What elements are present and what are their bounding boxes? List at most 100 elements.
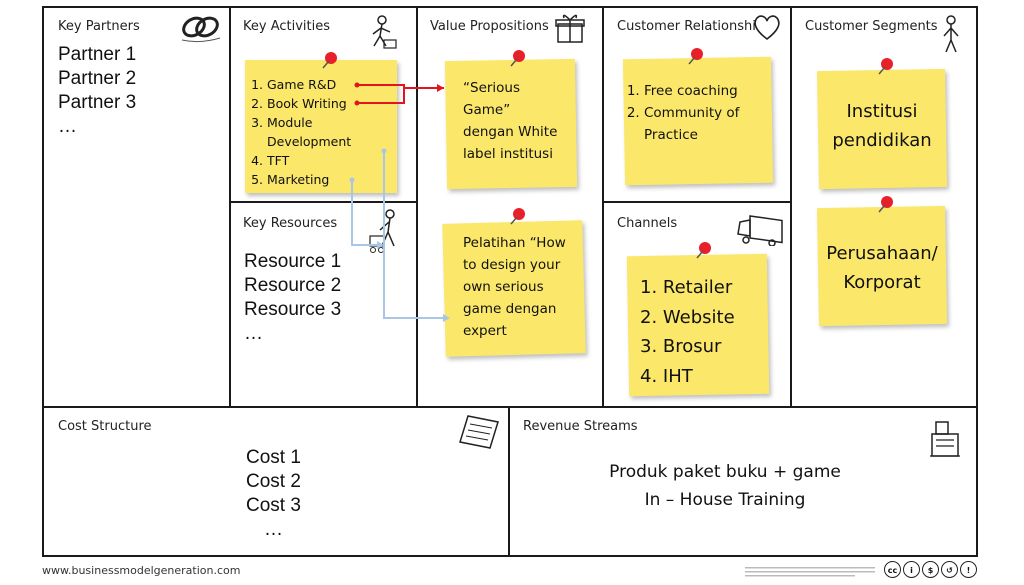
segment-note-line: Institusi bbox=[846, 101, 918, 122]
relationship-item: Community of Practice bbox=[644, 102, 762, 146]
activities-sticky-note bbox=[245, 60, 397, 193]
connector-dot bbox=[381, 148, 387, 154]
connector-dot bbox=[354, 100, 360, 106]
blue-arrowhead bbox=[443, 314, 450, 322]
gift-icon bbox=[555, 14, 585, 43]
channel-label: Website bbox=[662, 306, 735, 328]
segment-note-2-text: Perusahaan/ Korporat bbox=[818, 239, 946, 297]
grid-line bbox=[790, 6, 792, 408]
revenue-item: In – House Training bbox=[644, 490, 806, 510]
grid-line bbox=[602, 6, 604, 408]
grid-line bbox=[229, 201, 418, 203]
activity-item: Game R&D bbox=[267, 75, 397, 94]
relationship-item: Free coaching bbox=[644, 80, 762, 102]
value-note-line: expert bbox=[463, 323, 507, 339]
revenue-text: Produk paket buku + game In – House Trai… bbox=[560, 458, 890, 514]
channel-item: 1. Retailer bbox=[640, 277, 733, 298]
relationship-note-text: Free coaching Community of Practice bbox=[622, 80, 762, 146]
segment-note-1-text: Institusi pendidikan bbox=[818, 97, 946, 155]
connector-dot bbox=[349, 177, 355, 183]
channel-item: 4. IHT bbox=[640, 365, 693, 387]
chain-link-icon bbox=[181, 16, 221, 43]
value-note-1-text: “Serious Game” dengan White label instit… bbox=[463, 77, 575, 165]
blue-arrowhead bbox=[377, 241, 384, 249]
grid-line bbox=[229, 6, 231, 408]
pushpin-icon bbox=[510, 208, 525, 225]
partners-list: Partner 1 Partner 2 Partner 3 … bbox=[58, 43, 136, 139]
pushpin-icon bbox=[688, 48, 703, 65]
value-note-line: game dengan bbox=[463, 301, 557, 317]
cost-item: Cost 1 bbox=[246, 447, 301, 468]
activity-item: Marketing bbox=[267, 170, 397, 189]
footer-url[interactable]: www.businessmodelgeneration.com bbox=[42, 564, 241, 577]
activity-item: TFT bbox=[267, 151, 397, 170]
cost-item: … bbox=[263, 519, 283, 540]
channel-label: Brosur bbox=[662, 336, 722, 357]
costs-list: Cost 1 Cost 2 Cost 3 … bbox=[246, 446, 301, 542]
resource-item: … bbox=[244, 323, 263, 344]
truck-icon bbox=[737, 215, 783, 246]
resource-item: Resource 1 bbox=[244, 251, 342, 272]
grid-line bbox=[602, 201, 792, 203]
channel-item: 3. Brosur bbox=[640, 336, 722, 357]
channel-label: Retailer bbox=[662, 277, 733, 298]
pushpin-icon bbox=[878, 196, 893, 213]
partner-item: Partner 3 bbox=[58, 92, 137, 113]
grid-line bbox=[42, 406, 978, 408]
pushpin-icon bbox=[696, 242, 711, 259]
partner-item: Partner 1 bbox=[58, 44, 137, 65]
channels-label: Channels bbox=[617, 216, 678, 231]
person-icon bbox=[943, 15, 959, 53]
value-propositions-label: Value Propositions bbox=[430, 19, 549, 34]
value-note-line: to design your bbox=[463, 257, 561, 273]
info-icon: ! bbox=[960, 561, 977, 578]
value-note-line: “Serious bbox=[463, 80, 521, 96]
resource-item: Resource 3 bbox=[244, 299, 342, 320]
segment-note-line: pendidikan bbox=[832, 130, 932, 151]
channel-label: IHT bbox=[662, 365, 693, 387]
revenue-streams-label: Revenue Streams bbox=[523, 419, 638, 434]
cc-icon: cc bbox=[884, 561, 901, 578]
connector-dot bbox=[354, 82, 360, 88]
red-connector-arrow bbox=[357, 88, 405, 104]
key-activities-label: Key Activities bbox=[243, 19, 331, 34]
red-connector-arrow bbox=[357, 84, 444, 89]
grid-line bbox=[508, 406, 510, 557]
blue-connector-arrow bbox=[351, 180, 378, 246]
customer-segments-label: Customer Segments bbox=[805, 19, 938, 34]
activity-item: Module Development bbox=[267, 113, 397, 151]
pushpin-icon bbox=[878, 58, 893, 75]
pushpin-icon bbox=[510, 50, 525, 67]
activity-item: Book Writing bbox=[267, 94, 397, 113]
revenue-item: Produk paket buku + game bbox=[609, 462, 841, 482]
heart-icon bbox=[754, 15, 780, 41]
partner-item: Partner 2 bbox=[58, 68, 137, 89]
cost-structure-label: Cost Structure bbox=[58, 419, 152, 434]
cash-register-icon bbox=[930, 421, 960, 457]
segment-note-line: Perusahaan/ bbox=[826, 243, 938, 264]
key-partners-label: Key Partners bbox=[58, 19, 140, 34]
grid-line bbox=[416, 6, 418, 408]
value-note-line: label institusi bbox=[463, 146, 553, 162]
channels-note-text: 1. Retailer 2. Website 3. Brosur 4. IHT bbox=[640, 273, 765, 391]
key-resources-label: Key Resources bbox=[243, 216, 338, 231]
value-note-line: dengan White bbox=[463, 124, 558, 140]
segment-note-line: Korporat bbox=[843, 272, 921, 293]
license-fine-print bbox=[745, 567, 875, 577]
resources-list: Resource 1 Resource 2 Resource 3 … bbox=[244, 250, 341, 346]
worker-icon bbox=[372, 15, 397, 49]
red-arrowhead bbox=[437, 84, 444, 92]
sa-icon: ↺ bbox=[941, 561, 958, 578]
activities-note-text: Game R&D Book Writing Module Development… bbox=[245, 75, 397, 189]
customer-relationships-label: Customer Relationshi bbox=[617, 19, 756, 34]
resource-item: Resource 2 bbox=[244, 275, 342, 296]
value-note-line: Game” bbox=[463, 102, 511, 118]
value-note-line: Pelatihan “How bbox=[463, 235, 566, 251]
partner-item: … bbox=[58, 116, 77, 137]
value-note-line: own serious bbox=[463, 279, 544, 295]
cost-item: Cost 2 bbox=[246, 471, 301, 492]
pushpin-icon bbox=[322, 52, 337, 69]
by-icon: i bbox=[903, 561, 920, 578]
